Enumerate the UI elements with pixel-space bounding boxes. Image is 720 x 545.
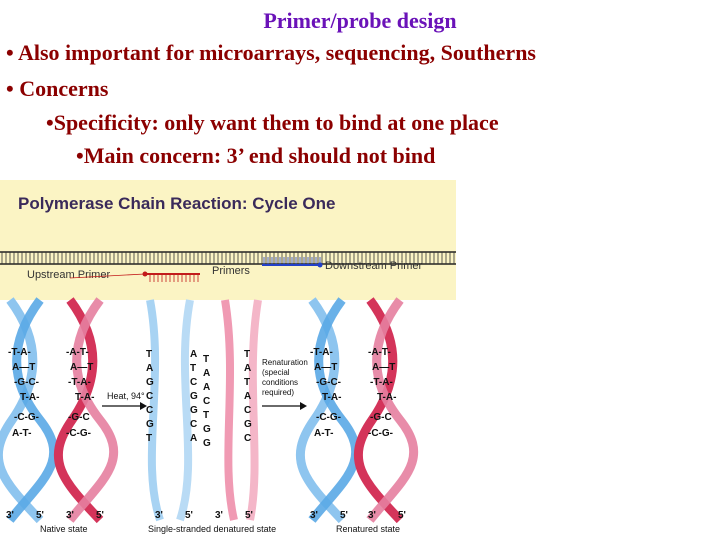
native-pair-8: A—T xyxy=(70,362,93,373)
strand2-base-6: C xyxy=(190,419,197,430)
primers-label: Primers xyxy=(212,265,250,277)
renatured-pair-5: -C-G- xyxy=(316,412,341,423)
strand1-base-3: G xyxy=(146,377,154,388)
strand2-base-1: A xyxy=(190,349,197,360)
strand2-base-5: G xyxy=(190,405,198,416)
renatured-pair-2: A—T xyxy=(314,362,337,373)
downstream-primer-dot xyxy=(317,262,323,268)
renaturation-arrowhead xyxy=(300,402,307,410)
strand3-base-7: G xyxy=(203,438,211,449)
renatured-end-3-right: 3' xyxy=(368,510,376,521)
native-pair-12: -C-G- xyxy=(66,428,91,439)
strand4-base-6: G xyxy=(244,419,252,430)
heat-label: Heat, 94° xyxy=(107,391,145,401)
strand1-base-1: T xyxy=(146,349,152,360)
strand2-base-7: A xyxy=(190,433,197,444)
native-pair-3: -G-C- xyxy=(14,377,39,388)
strand3-base-2: A xyxy=(203,368,210,379)
strand2-base-4: G xyxy=(190,391,198,402)
native-pair-5: -C-G- xyxy=(14,412,39,423)
renatured-pair-8: A—T xyxy=(372,362,395,373)
dna-ladder xyxy=(0,251,456,265)
native-helix xyxy=(0,297,119,524)
renatured-pair-3: -G-C- xyxy=(316,377,341,388)
strand3-base-5: T xyxy=(203,410,209,421)
strand2-base-3: C xyxy=(190,377,197,388)
renaturation-label-1: Renaturation xyxy=(262,358,308,367)
strand4-base-1: T xyxy=(244,349,250,360)
slide-text: Primer/probe design • Also important for… xyxy=(0,0,720,180)
single-strands xyxy=(146,299,262,522)
strand1-base-4: C xyxy=(146,391,153,402)
renatured-pair-6: A-T- xyxy=(314,428,333,439)
renaturation-label-4: required) xyxy=(262,388,294,397)
renatured-pair-10: T-A- xyxy=(377,392,396,403)
pcr-figure: Polymerase Chain Reaction: Cycle One Ups… xyxy=(0,180,456,540)
strand4-base-5: C xyxy=(244,405,251,416)
strand1-base-5: C xyxy=(146,405,153,416)
strand-end-3-b: 3' xyxy=(215,510,223,521)
strand3-base-4: C xyxy=(203,396,210,407)
native-end-3-left: 3' xyxy=(6,510,14,521)
native-pair-9: -T-A- xyxy=(68,377,91,388)
renatured-pair-7: -A-T- xyxy=(368,347,391,358)
heat-arrowhead xyxy=(140,402,147,410)
native-end-3-right: 3' xyxy=(66,510,74,521)
native-pair-10: T-A- xyxy=(75,392,94,403)
renaturation-label-2: (special xyxy=(262,368,290,377)
native-end-5-left: 5' xyxy=(36,510,44,521)
renatured-end-5-right: 5' xyxy=(398,510,406,521)
bullet-specificity: •Specificity: only want them to bind at … xyxy=(46,110,499,135)
strand-end-5-b: 5' xyxy=(245,510,253,521)
native-pair-1: -T-A- xyxy=(8,347,31,358)
native-pair-6: A-T- xyxy=(12,428,31,439)
renatured-end-3-left: 3' xyxy=(310,510,318,521)
renatured-end-5-left: 5' xyxy=(340,510,348,521)
strand3-base-6: G xyxy=(203,424,211,435)
renatured-pair-1: -T-A- xyxy=(310,347,333,358)
bullet-microarrays: • Also important for microarrays, sequen… xyxy=(6,40,536,65)
strand2-base-2: T xyxy=(190,363,196,374)
native-pair-7: -A-T- xyxy=(66,347,89,358)
strand3-base-1: T xyxy=(203,354,209,365)
renatured-pair-11: -G-C xyxy=(370,412,392,423)
upstream-primer-label: Upstream Primer xyxy=(27,269,110,281)
strand4-base-2: A xyxy=(244,363,251,374)
strand1-base-6: G xyxy=(146,419,154,430)
native-state-label: Native state xyxy=(40,524,88,534)
pcr-diagram: Polymerase Chain Reaction: Cycle One Ups… xyxy=(0,180,456,534)
native-pair-4: T-A- xyxy=(20,392,39,403)
renaturation-label-3: conditions xyxy=(262,378,298,387)
figure-title: Polymerase Chain Reaction: Cycle One xyxy=(18,194,335,213)
strand1-base-7: T xyxy=(146,433,152,444)
native-pair-11: -G-C xyxy=(68,412,90,423)
strand4-base-7: C xyxy=(244,433,251,444)
native-pair-2: A—T xyxy=(12,362,35,373)
slide-title: Primer/probe design xyxy=(263,8,457,33)
strand4-base-3: T xyxy=(244,377,250,388)
strand4-base-4: A xyxy=(244,391,251,402)
bullet-concerns: • Concerns xyxy=(6,76,109,101)
renatured-state-label: Renatured state xyxy=(336,524,400,534)
strand1-base-2: A xyxy=(146,363,153,374)
renatured-pair-12: -C-G- xyxy=(368,428,393,439)
downstream-primer-label: Downstream Primer xyxy=(325,260,423,272)
figure-header-bg xyxy=(0,180,456,300)
strand-end-5-a: 5' xyxy=(185,510,193,521)
renatured-helix xyxy=(295,297,419,524)
denatured-state-label: Single-stranded denatured state xyxy=(148,524,276,534)
strand-end-3-a: 3' xyxy=(155,510,163,521)
native-end-5-right: 5' xyxy=(96,510,104,521)
bullet-main-concern: •Main concern: 3’ end should not bind xyxy=(76,143,436,168)
strand3-base-3: A xyxy=(203,382,210,393)
renatured-pair-4: T-A- xyxy=(322,392,341,403)
renatured-pair-9: -T-A- xyxy=(370,377,393,388)
